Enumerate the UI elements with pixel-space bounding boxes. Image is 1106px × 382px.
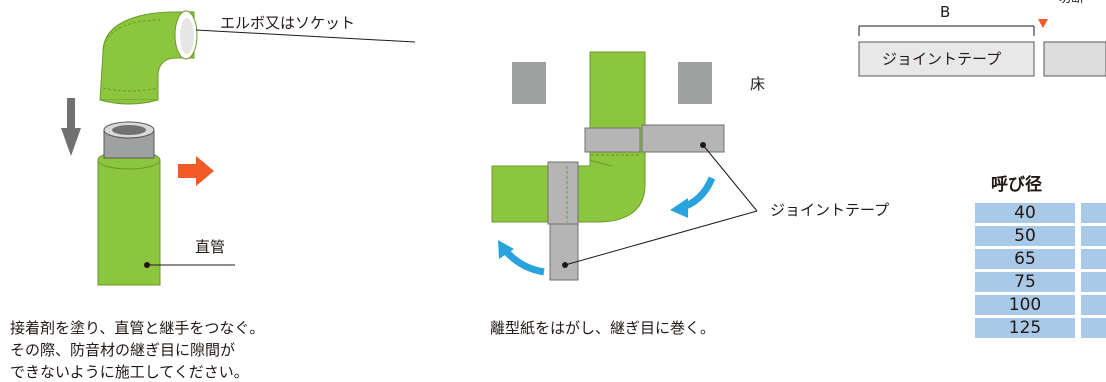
table-cell-size: 75 bbox=[975, 272, 1075, 292]
floor-block-left bbox=[512, 62, 546, 104]
tape-box bbox=[858, 41, 1035, 77]
tape-label: ジョイントテープ bbox=[770, 201, 890, 219]
table-cell-empty bbox=[1081, 272, 1106, 292]
table-cell-size: 50 bbox=[975, 226, 1075, 246]
curved-arrow-blue-right bbox=[670, 176, 716, 218]
panel1-caption-line1: 接着剤を塗り、直管と継手をつなぐ。 bbox=[10, 319, 265, 337]
cut-label: 切断 bbox=[1058, 0, 1084, 5]
down-arrow bbox=[61, 98, 81, 156]
tape-box-next bbox=[1043, 41, 1106, 77]
table-cell-empty bbox=[1081, 203, 1106, 223]
right-arrow-orange bbox=[178, 156, 214, 186]
elbow-label: エルボ又はソケット bbox=[220, 14, 356, 32]
tape-box-label: ジョイントテープ bbox=[882, 50, 1002, 68]
table-cell-empty bbox=[1081, 226, 1106, 246]
straight-pipe bbox=[97, 121, 161, 286]
tape-leader-lines bbox=[562, 142, 758, 268]
cut-marker bbox=[1038, 19, 1048, 28]
pipe-leader-dot bbox=[144, 262, 150, 268]
tape-wrap-left bbox=[547, 161, 579, 225]
curved-arrow-blue-left bbox=[498, 240, 545, 276]
floor-beam-right bbox=[641, 124, 725, 153]
table-cell-size: 125 bbox=[975, 318, 1075, 338]
table-cell-empty bbox=[1081, 295, 1106, 315]
floor-label: 床 bbox=[750, 75, 766, 93]
elbow-fitting bbox=[99, 10, 198, 105]
panel1-caption-line2: その際、防音材の継ぎ目に隙間が bbox=[10, 341, 236, 359]
panel1-caption-line3: できないように施工してください。 bbox=[10, 363, 249, 381]
table-cell-empty bbox=[1081, 318, 1106, 338]
elbow-leader-line bbox=[195, 29, 416, 43]
table-cell-empty bbox=[1081, 249, 1106, 269]
tape-wrap-top bbox=[584, 127, 641, 153]
pipe-assembly bbox=[491, 51, 725, 281]
panel2-caption: 離型紙をはがし、継ぎ目に巻く。 bbox=[490, 319, 716, 337]
floor-beam-bottom bbox=[549, 223, 579, 281]
table-header: 呼び径 bbox=[991, 175, 1042, 195]
dimension-bracket bbox=[858, 25, 1035, 36]
table-cell-size: 40 bbox=[975, 203, 1075, 223]
table-cell-size: 100 bbox=[975, 295, 1075, 315]
dimension-label: B bbox=[940, 3, 951, 21]
pipe-label: 直管 bbox=[195, 238, 226, 256]
table-cell-size: 65 bbox=[975, 249, 1075, 269]
floor-block-right bbox=[678, 62, 712, 104]
